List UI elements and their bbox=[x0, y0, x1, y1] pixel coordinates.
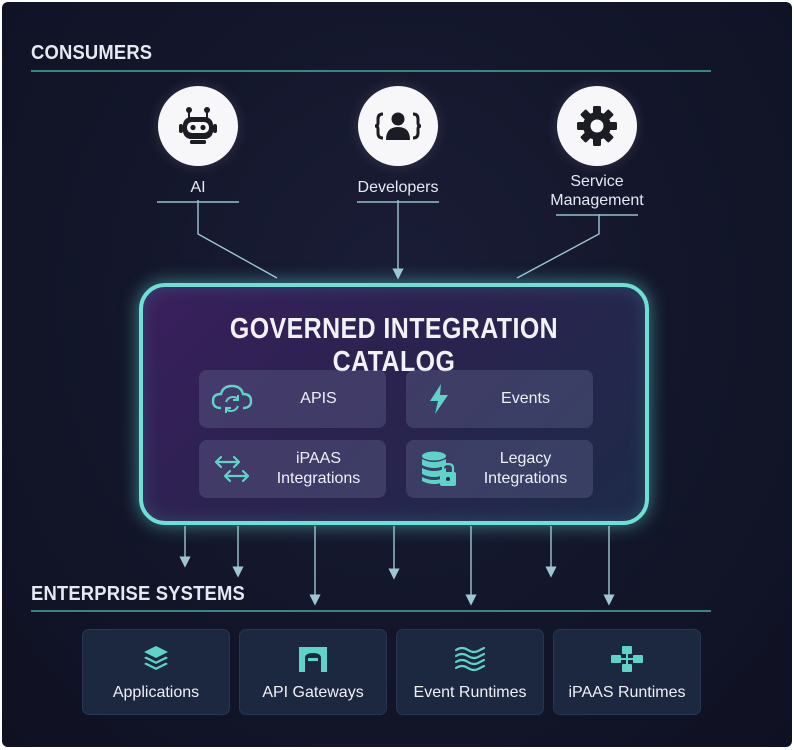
connector-ai bbox=[197, 200, 278, 279]
catalog-card-ipaas[interactable]: iPAAS Integrations bbox=[199, 440, 386, 498]
gateway-icon bbox=[299, 647, 327, 672]
developer-icon bbox=[374, 112, 422, 140]
enterprise-divider bbox=[31, 610, 711, 612]
consumer-developers-underline bbox=[357, 201, 439, 203]
consumers-heading: CONSUMERS bbox=[31, 42, 153, 64]
catalog-title: GOVERNED INTEGRATION CATALOG bbox=[229, 313, 559, 378]
system-event-runtimes[interactable]: Event Runtimes bbox=[396, 629, 544, 715]
catalog-card-events-label: Events bbox=[501, 390, 550, 407]
catalog-card-legacy[interactable]: Legacy Integrations bbox=[406, 440, 593, 498]
consumers-divider bbox=[31, 70, 711, 72]
robot-icon bbox=[179, 107, 217, 144]
consumer-developers-label: Developers bbox=[357, 179, 439, 196]
cloud-sync-icon bbox=[211, 384, 253, 413]
database-lock-icon bbox=[422, 451, 456, 486]
system-ipaas-runtimes[interactable]: iPAAS Runtimes bbox=[553, 629, 701, 715]
catalog-card-legacy-label: Legacy Integrations bbox=[483, 450, 568, 487]
catalog-card-ipaas-label: iPAAS Integrations bbox=[276, 450, 361, 487]
network-icon bbox=[611, 646, 643, 672]
layers-icon bbox=[144, 646, 168, 670]
waves-icon bbox=[454, 646, 486, 672]
ai-circle bbox=[158, 86, 238, 166]
consumer-developers: Developers bbox=[318, 86, 478, 203]
system-event-runtimes-label: Event Runtimes bbox=[413, 684, 527, 701]
integration-catalog-panel: GOVERNED INTEGRATION CATALOG APIS Events bbox=[139, 283, 649, 525]
system-applications[interactable]: Applications bbox=[82, 629, 230, 715]
consumer-ai-underline bbox=[157, 201, 239, 203]
catalog-card-apis[interactable]: APIS bbox=[199, 370, 386, 428]
consumer-ai-label: AI bbox=[190, 179, 206, 196]
connector-service-management bbox=[516, 214, 600, 279]
enterprise-heading: ENTERPRISE SYSTEMS bbox=[31, 583, 245, 605]
consumer-service-management-underline bbox=[556, 214, 638, 216]
developers-circle bbox=[358, 86, 438, 166]
service-management-circle bbox=[557, 86, 637, 166]
consumer-service-management: Service Management bbox=[517, 86, 677, 216]
system-api-gateways-label: API Gateways bbox=[262, 684, 364, 701]
lightning-icon bbox=[430, 384, 448, 414]
system-ipaas-runtimes-label: iPAAS Runtimes bbox=[568, 684, 686, 701]
system-applications-label: Applications bbox=[112, 684, 200, 701]
consumer-service-management-label: Service Management bbox=[550, 173, 644, 209]
catalog-card-apis-label: APIS bbox=[300, 390, 337, 407]
system-api-gateways[interactable]: API Gateways bbox=[239, 629, 387, 715]
gear-icon bbox=[577, 106, 617, 146]
swap-arrows-icon bbox=[214, 455, 250, 483]
consumer-ai: AI bbox=[118, 86, 278, 203]
catalog-card-events[interactable]: Events bbox=[406, 370, 593, 428]
